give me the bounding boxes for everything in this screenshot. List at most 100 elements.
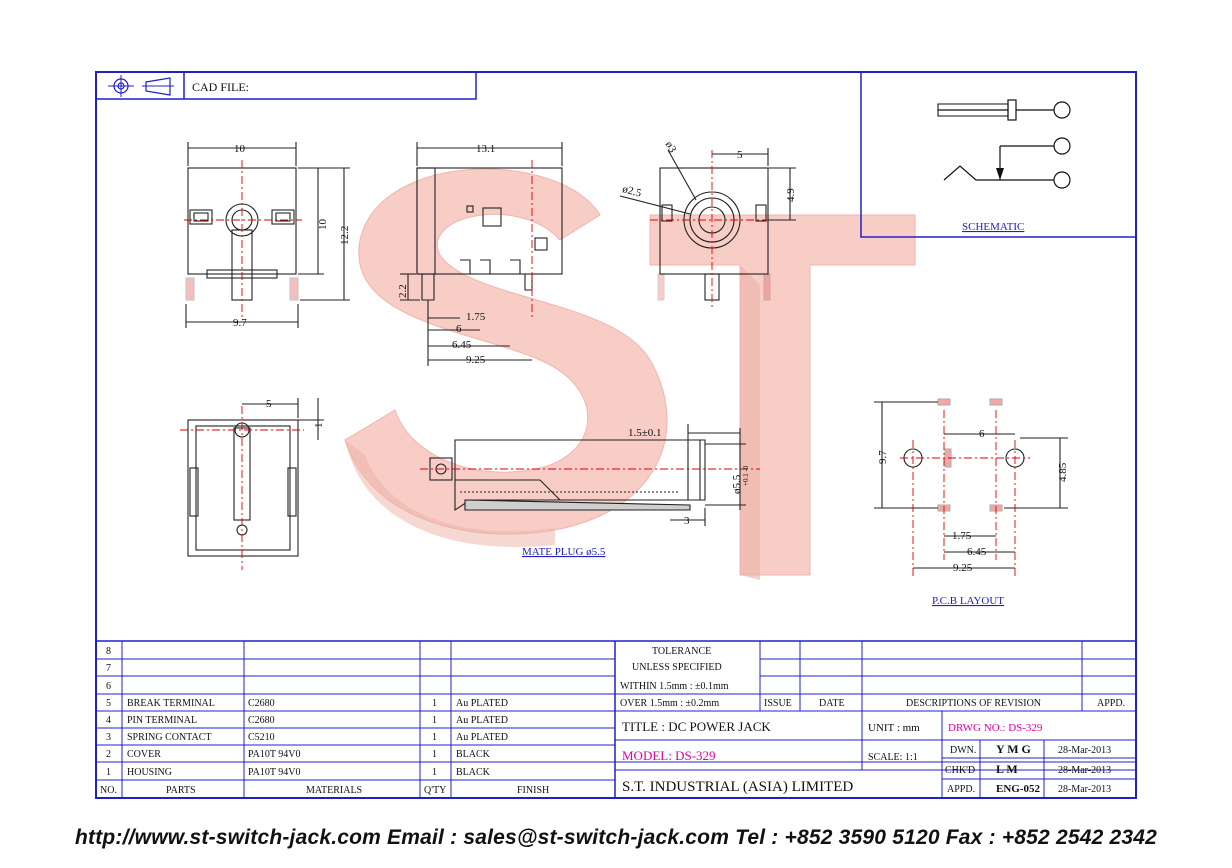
side-dim-645: 6.45 — [452, 339, 472, 351]
dwn-value: Y M G — [996, 742, 1031, 756]
model-text: MODEL: DS-329 — [622, 748, 716, 763]
chkd-date: 28-Mar-2013 — [1058, 765, 1111, 776]
revision-desc: DESCRIPTIONS OF REVISION — [906, 698, 1041, 709]
bom-finish: BLACK — [456, 767, 491, 778]
bom-header-materials: MATERIALS — [306, 785, 362, 796]
table-row: 2 COVER PA10T 94V0 1 BLACK — [106, 749, 491, 760]
bom-finish: BLACK — [456, 749, 491, 760]
pcb-dim-6: 6 — [979, 428, 985, 440]
bom-row-8-no: 8 — [106, 646, 111, 657]
bom-material: PA10T 94V0 — [248, 749, 301, 760]
dwn-date: 28-Mar-2013 — [1058, 745, 1111, 756]
bom-finish: Au PLATED — [456, 698, 508, 709]
side-view — [400, 142, 563, 366]
appd-value: ENG-052 — [996, 783, 1041, 795]
revision-appd: APPD. — [1097, 698, 1125, 709]
side-dim-top: 13.1 — [476, 143, 495, 155]
right-dim-phi25: ø2.5 — [621, 183, 643, 200]
bom-no: 5 — [106, 698, 111, 709]
pcb-dim-485: 4.85 — [1057, 462, 1069, 482]
bom-material: C2680 — [248, 715, 275, 726]
title-block: TITLE : DC POWER JACK UNIT : mm DRWG NO.… — [622, 719, 1111, 795]
table-row: 3 SPRING CONTACT C5210 1 Au PLATED — [106, 732, 508, 743]
bom-qty: 1 — [432, 715, 437, 726]
dwn-label: DWN. — [950, 745, 976, 756]
front-dim-height1: 10 — [317, 219, 329, 231]
bom-header-row: NO. PARTS MATERIALS Q'TY FINISH — [100, 785, 549, 796]
bottom-dim-1: 1 — [313, 423, 325, 429]
right-dim-5: 5 — [737, 149, 743, 161]
table-row: 4 PIN TERMINAL C2680 1 Au PLATED — [106, 715, 508, 726]
bom-qty: 1 — [432, 749, 437, 760]
pcb-dim-925: 9.25 — [953, 562, 973, 574]
bom-part: COVER — [127, 749, 161, 760]
bom-row-6-no: 6 — [106, 681, 111, 692]
front-dim-bottom: 9.7 — [233, 317, 247, 329]
bom-header-no: NO. — [100, 785, 117, 796]
bom-part: SPRING CONTACT — [127, 732, 212, 743]
drwg-no: DRWG NO.: DS-329 — [948, 722, 1043, 734]
bom-material: C2680 — [248, 698, 275, 709]
pcb-dim-175: 1.75 — [952, 530, 972, 542]
company-name: S.T. INDUSTRIAL (ASIA) LIMITED — [622, 779, 853, 795]
side-dim-6: 6 — [456, 323, 462, 335]
contact-footer: http://www.st-switch-jack.com Email : sa… — [74, 826, 1158, 849]
pcb-layout-view — [874, 398, 1068, 576]
plug-dim-15: 1.5±0.1 — [628, 427, 662, 439]
bom-part: BREAK TERMINAL — [127, 698, 215, 709]
bom-row-7-no: 7 — [106, 663, 111, 674]
bom-table — [96, 640, 1136, 799]
right-dim-phi3: ø3 — [663, 139, 679, 155]
appd-date: 28-Mar-2013 — [1058, 784, 1111, 795]
bom-finish: Au PLATED — [456, 732, 508, 743]
side-dim-925: 9.25 — [466, 354, 486, 366]
bom-no: 3 — [106, 732, 111, 743]
chkd-label: CHK'D — [945, 765, 975, 776]
bom-qty: 1 — [432, 732, 437, 743]
bom-part: PIN TERMINAL — [127, 715, 197, 726]
bom-no: 1 — [106, 767, 111, 778]
front-dim-height2: 12.2 — [339, 226, 351, 245]
watermark-st — [344, 168, 916, 580]
bom-no: 2 — [106, 749, 111, 760]
chkd-value: L M — [996, 762, 1018, 776]
table-row: 5 BREAK TERMINAL C2680 1 Au PLATED — [106, 698, 508, 709]
tolerance-within: WITHIN 1.5mm : ±0.1mm — [620, 681, 729, 692]
cad-file-label: CAD FILE: — [192, 80, 249, 94]
schematic-box: SCHEMATIC — [860, 71, 1137, 238]
bom-header-finish: FINISH — [517, 785, 549, 796]
tolerance-title: TOLERANCE — [652, 646, 711, 657]
unit-text: UNIT : mm — [868, 722, 920, 734]
plug-dim-phi55: ø5.5 — [731, 474, 743, 494]
front-dim-top: 10 — [234, 143, 246, 155]
tolerance-over: OVER 1.5mm : ±0.2mm — [620, 698, 719, 709]
plug-dim-3: 3 — [684, 515, 690, 527]
revision-issue: ISSUE — [764, 698, 792, 709]
cad-file-header: CAD FILE: — [95, 71, 477, 100]
bom-header-parts: PARTS — [166, 785, 196, 796]
title-text: TITLE : DC POWER JACK — [622, 719, 771, 734]
pcb-dim-97: 9.7 — [877, 450, 889, 464]
scale-text: SCALE: 1:1 — [868, 752, 918, 763]
mate-plug-view — [420, 424, 760, 526]
front-view — [184, 142, 350, 328]
side-dim-22: 2.2 — [397, 284, 409, 298]
pcb-dim-645: 6.45 — [967, 546, 987, 558]
plug-dim-phi55-tol: +0.1 -0 — [742, 465, 750, 486]
schematic-label: SCHEMATIC — [962, 221, 1024, 233]
side-dim-175: 1.75 — [466, 311, 486, 323]
bom-material: C5210 — [248, 732, 275, 743]
right-dim-49: 4.9 — [785, 188, 797, 202]
appd-label: APPD. — [947, 784, 975, 795]
table-row: 1 HOUSING PA10T 94V0 1 BLACK — [106, 767, 491, 778]
bom-material: PA10T 94V0 — [248, 767, 301, 778]
bom-finish: Au PLATED — [456, 715, 508, 726]
bom-no: 4 — [106, 715, 111, 726]
tolerance-unless: UNLESS SPECIFIED — [632, 662, 722, 673]
tolerance-block: TOLERANCE UNLESS SPECIFIED WITHIN 1.5mm … — [620, 646, 729, 709]
revision-header: ISSUE DATE DESCRIPTIONS OF REVISION APPD… — [764, 698, 1125, 709]
bom-header-qty: Q'TY — [424, 785, 446, 796]
bottom-dim-5: 5 — [266, 398, 272, 410]
bom-part: HOUSING — [127, 767, 172, 778]
